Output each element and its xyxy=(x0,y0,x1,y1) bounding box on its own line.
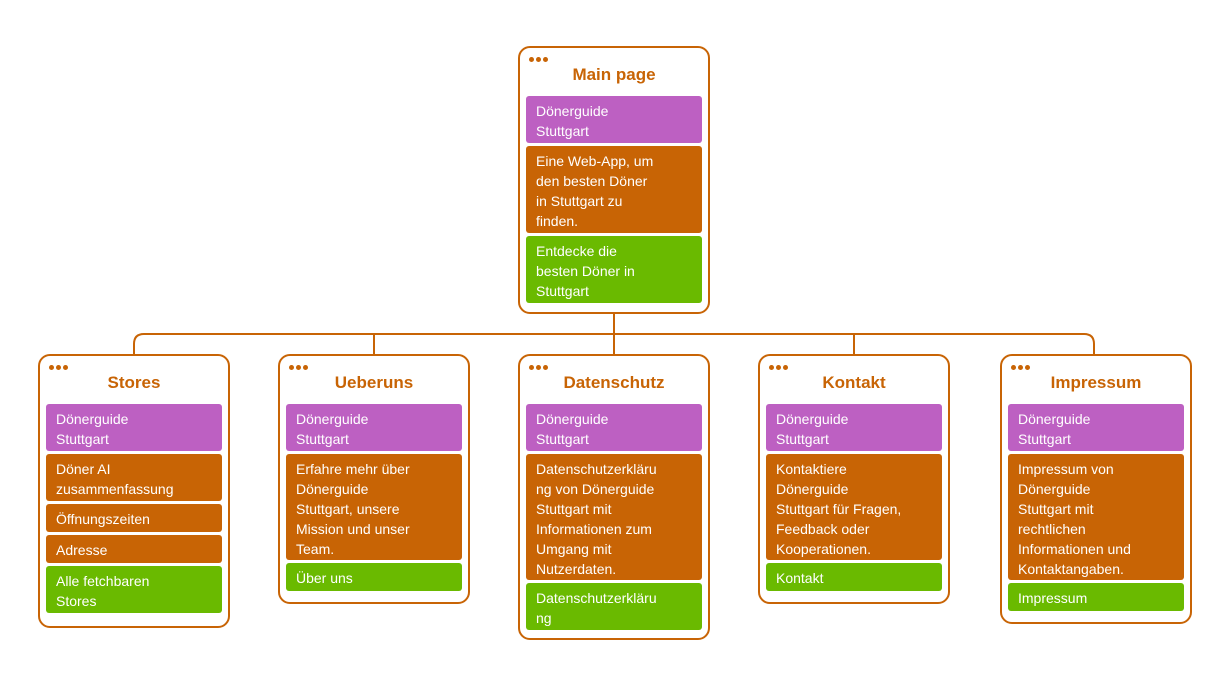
window-dots-icon xyxy=(1011,365,1030,371)
header-block: Dönerguide Stuttgart xyxy=(766,404,942,451)
window-dots-icon xyxy=(529,57,548,63)
main-page-card[interactable]: Main page Dönerguide Stuttgart Eine Web-… xyxy=(518,46,710,314)
content-block: Döner AI zusammenfassung xyxy=(46,454,222,501)
card-title: Stores xyxy=(107,373,161,392)
header-block: Dönerguide Stuttgart xyxy=(1008,404,1184,451)
card-title: Main page xyxy=(572,65,656,84)
action-block[interactable]: Entdecke die besten Döner in Stuttgart xyxy=(526,236,702,303)
window-dots-icon xyxy=(289,365,308,371)
header-block: Dönerguide Stuttgart xyxy=(526,404,702,451)
header-block: Dönerguide Stuttgart xyxy=(286,404,462,451)
content-block: Öffnungszeiten xyxy=(46,504,222,532)
content-block: Eine Web-App, um den besten Döner in Stu… xyxy=(526,146,702,233)
header-block: Dönerguide Stuttgart xyxy=(526,96,702,143)
content-block: Kontaktiere Dönerguide Stuttgart für Fra… xyxy=(766,454,942,560)
content-block: Erfahre mehr über Dönerguide Stuttgart, … xyxy=(286,454,462,560)
ueberuns-page-card[interactable]: Ueberuns Dönerguide Stuttgart Erfahre me… xyxy=(278,354,470,604)
action-block[interactable]: Kontakt xyxy=(766,563,942,591)
impressum-page-card[interactable]: Impressum Dönerguide Stuttgart Impressum… xyxy=(1000,354,1192,624)
stores-page-card[interactable]: Stores Dönerguide Stuttgart Döner AI zus… xyxy=(38,354,230,628)
action-block[interactable]: Datenschutzerkläru ng xyxy=(526,583,702,630)
action-block[interactable]: Alle fetchbaren Stores xyxy=(46,566,222,613)
window-dots-icon xyxy=(529,365,548,371)
header-block: Dönerguide Stuttgart xyxy=(46,404,222,451)
window-dots-icon xyxy=(49,365,68,371)
card-title: Impressum xyxy=(1050,373,1142,392)
card-title: Datenschutz xyxy=(563,373,665,392)
window-dots-icon xyxy=(769,365,788,371)
card-title: Ueberuns xyxy=(334,373,414,392)
kontakt-page-card[interactable]: Kontakt Dönerguide Stuttgart Kontaktiere… xyxy=(758,354,950,604)
content-block: Impressum von Dönerguide Stuttgart mit r… xyxy=(1008,454,1184,580)
action-block[interactable]: Impressum xyxy=(1008,583,1184,611)
card-title: Kontakt xyxy=(822,373,886,392)
content-block: Adresse xyxy=(46,535,222,563)
datenschutz-page-card[interactable]: Datenschutz Dönerguide Stuttgart Datensc… xyxy=(518,354,710,640)
action-block[interactable]: Über uns xyxy=(286,563,462,591)
content-block: Datenschutzerkläru ng von Dönerguide Stu… xyxy=(526,454,702,580)
